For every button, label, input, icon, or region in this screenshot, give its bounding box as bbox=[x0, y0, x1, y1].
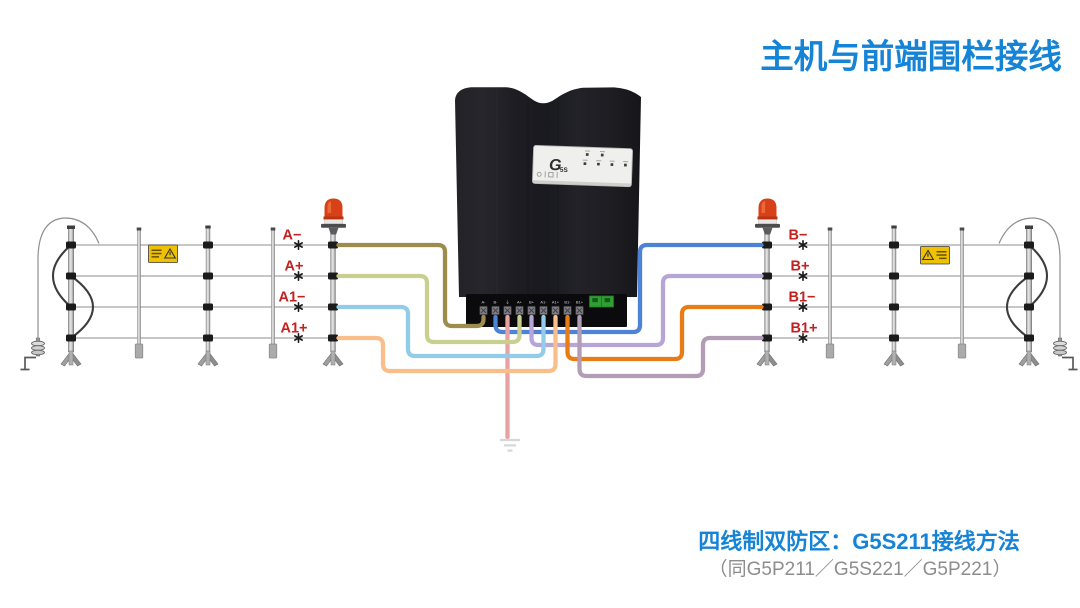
left-ground-lead bbox=[37, 217, 100, 344]
footer-line2: （同G5P211／G5S221／G5P221） bbox=[709, 558, 1012, 580]
right-arrester-bracket bbox=[1062, 356, 1078, 371]
right-termination-post bbox=[1005, 225, 1049, 367]
wire-b-plus bbox=[529, 273, 764, 348]
terminal-label: A- bbox=[482, 300, 487, 305]
zone-label-a-minus: A− bbox=[283, 228, 302, 244]
warning-sign bbox=[919, 245, 951, 265]
right-fence-wires bbox=[769, 244, 1029, 339]
terminal-label: B- bbox=[494, 300, 499, 305]
wire-a-minus bbox=[336, 242, 486, 329]
terminal-screws bbox=[479, 305, 584, 316]
wire-a1-minus bbox=[336, 304, 546, 359]
zone-label-a1-minus: A1− bbox=[278, 290, 305, 306]
terminal-label: B+ bbox=[529, 300, 535, 305]
right-mid-post bbox=[883, 225, 905, 367]
zone-label-b-plus: B+ bbox=[791, 259, 810, 275]
terminal-label: ⏚ bbox=[506, 299, 510, 305]
terminal-label: A+ bbox=[517, 300, 523, 305]
zone-label-a-plus: A+ bbox=[285, 259, 304, 275]
left-mid-post bbox=[197, 225, 219, 367]
alarm-beacon bbox=[320, 198, 347, 235]
wire-b1-plus bbox=[577, 314, 764, 379]
jumper-arc bbox=[51, 244, 72, 308]
terminal-label: B1- bbox=[564, 300, 571, 305]
terminal-label: A1- bbox=[540, 300, 547, 305]
right-ground-lead bbox=[998, 217, 1061, 344]
left-arrester-bracket bbox=[20, 356, 36, 371]
zone-label-b1-minus: B1− bbox=[788, 290, 815, 306]
device-panel: G 5S bbox=[532, 144, 633, 188]
footer-line1: 四线制双防区：G5S211接线方法 bbox=[698, 529, 1020, 554]
wire-a1-plus bbox=[336, 314, 558, 374]
device-logo-sub: 5S bbox=[560, 167, 569, 174]
zone-label-b1-plus: B1+ bbox=[790, 321, 817, 337]
terminal-labels: A- B- ⏚ A+ B+ A1- A1+ B1- B1+ bbox=[482, 299, 584, 305]
left-termination-post bbox=[51, 225, 95, 367]
wire-a-plus bbox=[336, 273, 522, 345]
right-fence: B− B+ B1− B1+ bbox=[754, 198, 1078, 371]
right-beacon-post bbox=[754, 198, 781, 367]
terminal-label: B1+ bbox=[576, 300, 584, 305]
left-fence: A− A+ A1− A1+ bbox=[20, 198, 347, 371]
panel-leds bbox=[583, 153, 627, 167]
green-connector bbox=[589, 295, 614, 308]
wire-b1-minus bbox=[565, 304, 764, 362]
alarm-beacon bbox=[754, 198, 781, 235]
terminal-label: A1+ bbox=[552, 300, 560, 305]
device-body bbox=[455, 87, 641, 297]
zone-label-a1-plus: A1+ bbox=[280, 321, 307, 337]
warning-sign bbox=[147, 244, 179, 264]
connection-wires bbox=[336, 242, 764, 440]
left-beacon-post bbox=[320, 198, 347, 367]
jumper-arc bbox=[70, 275, 95, 339]
jumper-arc bbox=[1005, 275, 1030, 339]
left-arrester bbox=[31, 337, 45, 357]
device-logo: G bbox=[549, 157, 562, 174]
left-fence-wires bbox=[71, 244, 331, 339]
controller-device: A- B- ⏚ A+ B+ A1- A1+ B1- B1+ bbox=[455, 87, 641, 327]
zone-label-b-minus: B− bbox=[789, 228, 808, 244]
earth-ground-icon bbox=[500, 438, 520, 452]
page-title: 主机与前端围栏接线 bbox=[760, 38, 1062, 76]
wire-b-minus bbox=[493, 242, 764, 335]
jumper-arc bbox=[1028, 244, 1049, 308]
right-arrester bbox=[1053, 337, 1067, 357]
panel-cert-icons bbox=[536, 171, 558, 178]
